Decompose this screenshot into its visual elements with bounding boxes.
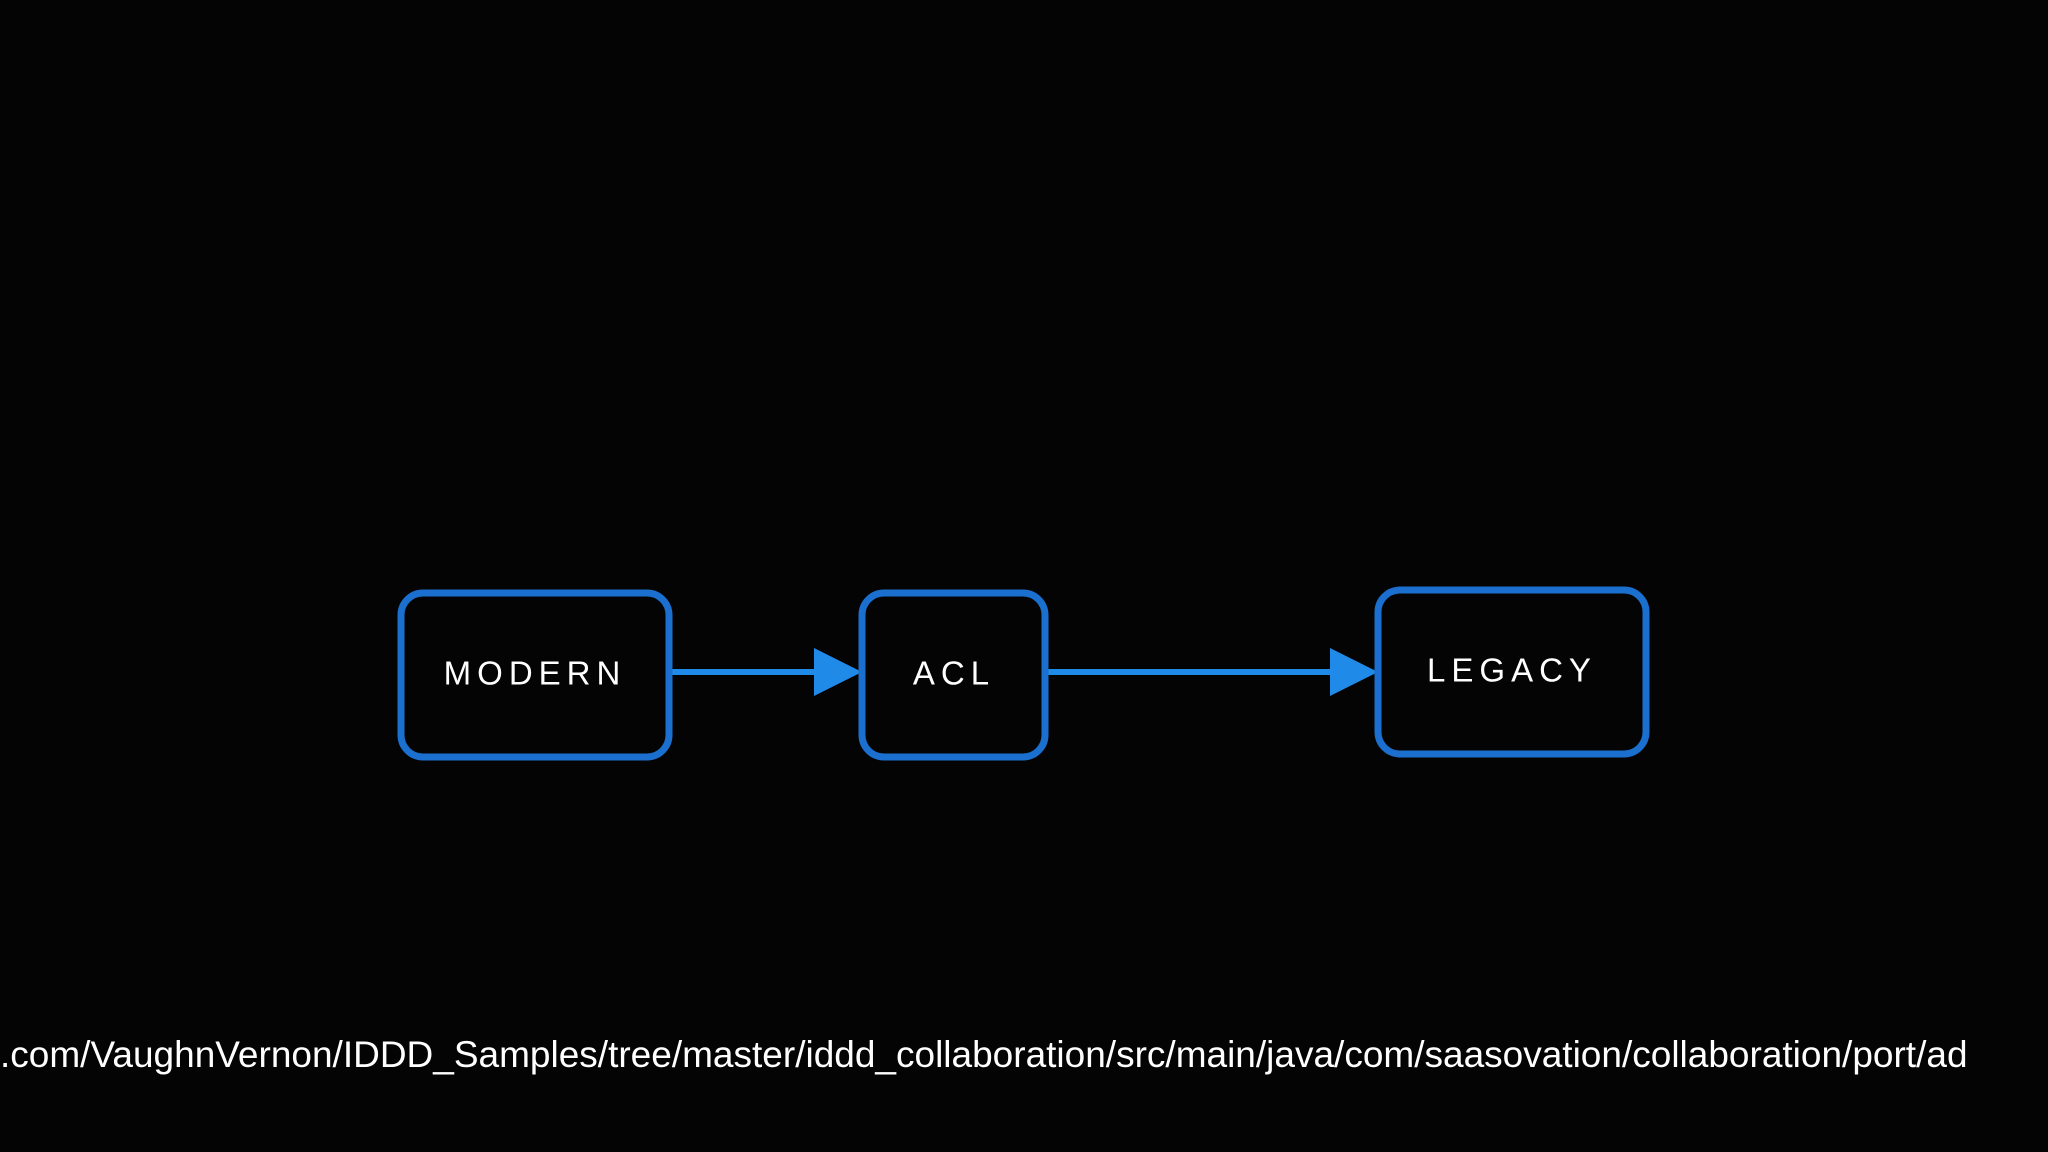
- node-legacy: LEGACY: [1374, 586, 1650, 758]
- node-acl-box: [858, 589, 1049, 761]
- node-legacy-label: LEGACY: [1427, 652, 1597, 689]
- node-legacy-box: [1374, 586, 1650, 758]
- node-modern: MODERN: [397, 589, 673, 761]
- source-url-caption: .com/VaughnVernon/IDDD_Samples/tree/mast…: [0, 1034, 1968, 1075]
- node-modern-label: MODERN: [444, 655, 627, 692]
- node-acl-label: ACL: [913, 655, 995, 692]
- node-acl: ACL: [858, 589, 1049, 761]
- node-modern-box: [397, 589, 673, 761]
